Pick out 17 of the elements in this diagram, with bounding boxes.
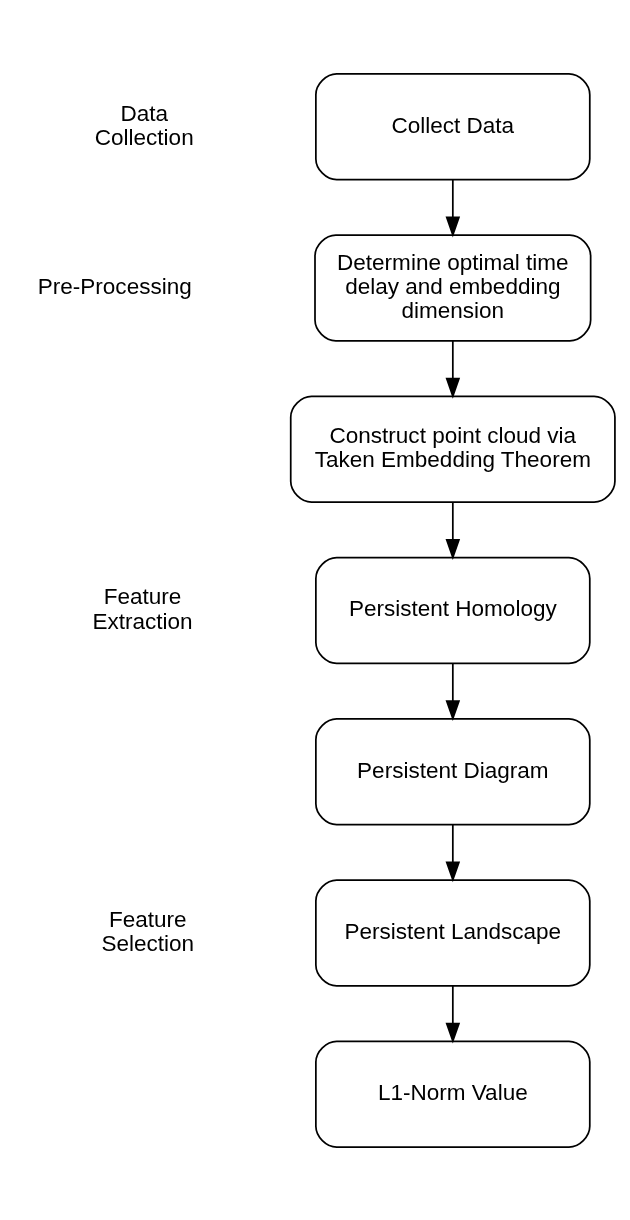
label: Data Collection <box>94 100 194 150</box>
arrow <box>445 178 461 237</box>
arrow <box>445 823 461 882</box>
node-box: Construct point cloud via Taken Embedding Theorem <box>289 395 616 503</box>
label: Pre-Processing <box>37 273 192 299</box>
node-box: Determine optimal time delay and embedding dimension <box>314 233 592 342</box>
node-box: Persistent Diagram <box>315 717 591 825</box>
node-box: L1-Norm Value <box>315 1039 591 1148</box>
node-box: Persistent Landscape <box>315 878 591 987</box>
arrow <box>445 500 461 560</box>
label: Feature Extraction <box>92 583 193 634</box>
node-box: Collect Data <box>315 72 591 181</box>
label: Feature Selection <box>101 906 195 956</box>
arrow <box>445 984 461 1044</box>
arrow <box>445 662 461 721</box>
node-box: Persistent Homology <box>315 556 591 664</box>
arrow <box>445 339 461 399</box>
